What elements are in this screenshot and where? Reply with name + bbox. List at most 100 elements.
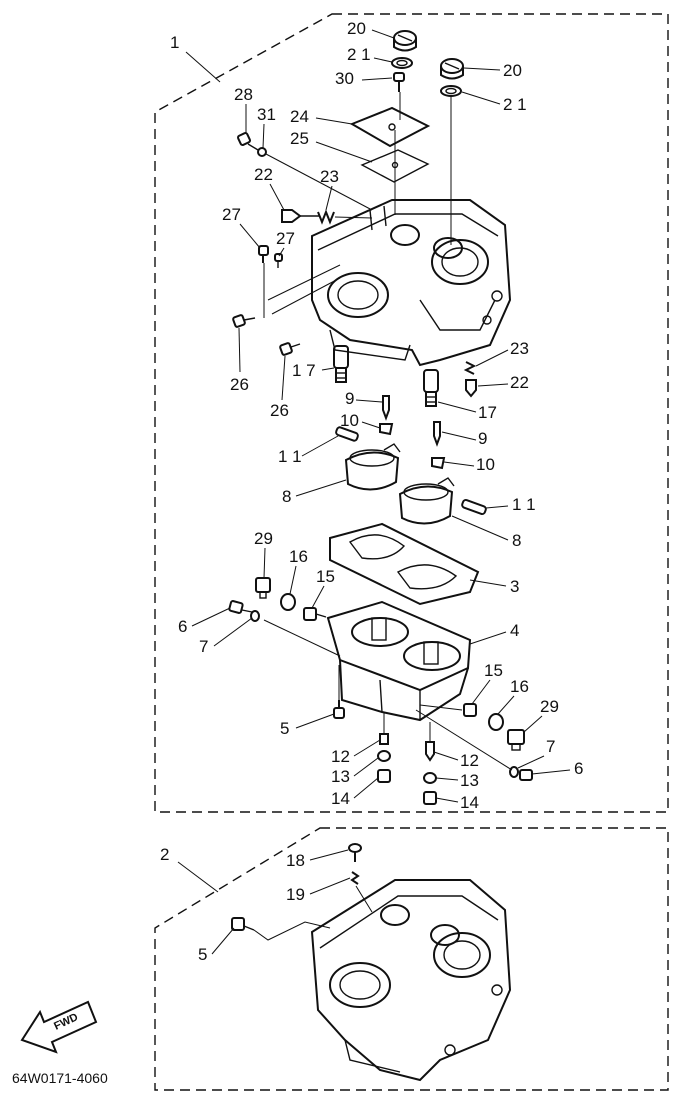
float-8b	[398, 477, 455, 525]
callout-26a: 26	[230, 375, 249, 394]
plug-14b	[423, 791, 437, 805]
callout-22a: 22	[254, 165, 273, 184]
callout-21a: 2 1	[347, 45, 371, 64]
callout-12a: 12	[331, 747, 350, 766]
callout-9b: 9	[478, 429, 487, 448]
gasket-21b	[440, 85, 462, 97]
callout-31: 31	[257, 105, 276, 124]
plug-14a	[377, 769, 391, 783]
screw-26a	[232, 314, 256, 328]
callout-29b: 29	[540, 697, 559, 716]
callout-4: 4	[510, 621, 519, 640]
callout-25: 25	[290, 129, 309, 148]
callout-23b: 23	[510, 339, 529, 358]
washer-7a	[250, 610, 260, 622]
screw-30	[393, 72, 405, 92]
pin-11a	[335, 426, 359, 442]
drain-plug-29b	[507, 729, 525, 751]
assembly-label-2: 2	[160, 845, 169, 864]
pilot-screw-22b	[465, 379, 477, 398]
callout-15a: 15	[316, 567, 335, 586]
fwd-arrow-icon: FWD	[20, 1000, 98, 1054]
screw-18	[348, 843, 362, 862]
callout-11b: 1 1	[512, 495, 536, 514]
plug-20b	[440, 58, 464, 80]
callout-7a: 7	[199, 637, 208, 656]
o-ring-16a	[280, 593, 296, 611]
washer-7b	[509, 766, 519, 778]
callout-10a: 10	[340, 411, 359, 430]
callout-8a: 8	[282, 487, 291, 506]
needle-valve-9b	[433, 421, 441, 447]
callout-17b: 17	[478, 403, 497, 422]
screw-27a	[258, 245, 269, 263]
screw-6a	[228, 600, 253, 614]
screw-26b	[279, 342, 301, 356]
gasket-21a	[391, 57, 413, 69]
callout-3: 3	[510, 577, 519, 596]
spring-23b	[463, 361, 477, 375]
float-8a	[344, 443, 401, 491]
callout-30: 30	[335, 69, 354, 88]
callout-5a: 5	[280, 719, 289, 738]
leader-assembly-1	[185, 51, 221, 83]
callout-16b: 16	[510, 677, 529, 696]
pilot-screw-22a	[281, 209, 320, 223]
leader-assembly-2	[177, 861, 219, 893]
washer-13b	[423, 772, 437, 784]
callout-12b: 12	[460, 751, 479, 770]
callout-20b: 20	[503, 61, 522, 80]
callout-18: 18	[286, 851, 305, 870]
screw-27b	[274, 253, 283, 268]
callout-27a: 27	[222, 205, 241, 224]
callout-14b: 14	[460, 793, 479, 812]
screw-15a	[303, 607, 327, 621]
callout-24: 24	[290, 107, 309, 126]
callout-21b: 2 1	[503, 95, 527, 114]
clip-10b	[431, 457, 446, 470]
plug-20a	[393, 30, 417, 52]
spring-19	[350, 871, 360, 885]
callout-labels: 1 2 20 2 1 30 20 2 1 28 31 24 25 22 23 2…	[160, 19, 583, 964]
cover-plate-24	[349, 106, 431, 148]
fwd-label: FWD	[52, 1011, 80, 1032]
screw-5a	[333, 700, 345, 719]
screw-5b	[231, 917, 255, 931]
lower-assembly-boundary	[154, 827, 669, 1091]
callout-7b: 7	[546, 737, 555, 756]
callout-6a: 6	[178, 617, 187, 636]
callout-13b: 13	[460, 771, 479, 790]
callout-6b: 6	[574, 759, 583, 778]
float-bowl-4	[263, 600, 472, 722]
callout-29a: 29	[254, 529, 273, 548]
callout-13a: 13	[331, 767, 350, 786]
callout-16a: 16	[289, 547, 308, 566]
assembly-label-1: 1	[170, 33, 179, 52]
callout-27b: 27	[276, 229, 295, 248]
screw-15b	[463, 703, 477, 717]
jet-holder-17a	[333, 345, 349, 383]
callout-10b: 10	[476, 455, 495, 474]
callout-9a: 9	[345, 389, 354, 408]
main-jet-12a	[379, 733, 389, 745]
callout-17a: 1 7	[292, 361, 316, 380]
callout-22b: 22	[510, 373, 529, 392]
clip-10a	[379, 423, 394, 436]
callout-23a: 23	[320, 167, 339, 186]
drawing-code: 64W0171-4060	[12, 1070, 108, 1086]
pin-11b	[461, 498, 487, 516]
needle-valve-9a	[382, 395, 390, 421]
screw-6b	[519, 769, 533, 781]
carburetor-body-upper	[267, 199, 512, 367]
o-ring-16b	[488, 713, 504, 731]
callout-11a: 1 1	[278, 447, 302, 466]
callout-15b: 15	[484, 661, 503, 680]
callout-5b: 5	[198, 945, 207, 964]
callout-14a: 14	[331, 789, 350, 808]
drain-plug-29a	[255, 577, 271, 599]
callout-19: 19	[286, 885, 305, 904]
screw-28	[237, 132, 259, 151]
float-bowl-gasket-3	[329, 522, 480, 606]
spring-23a	[317, 209, 335, 225]
washer-13a	[377, 750, 391, 762]
